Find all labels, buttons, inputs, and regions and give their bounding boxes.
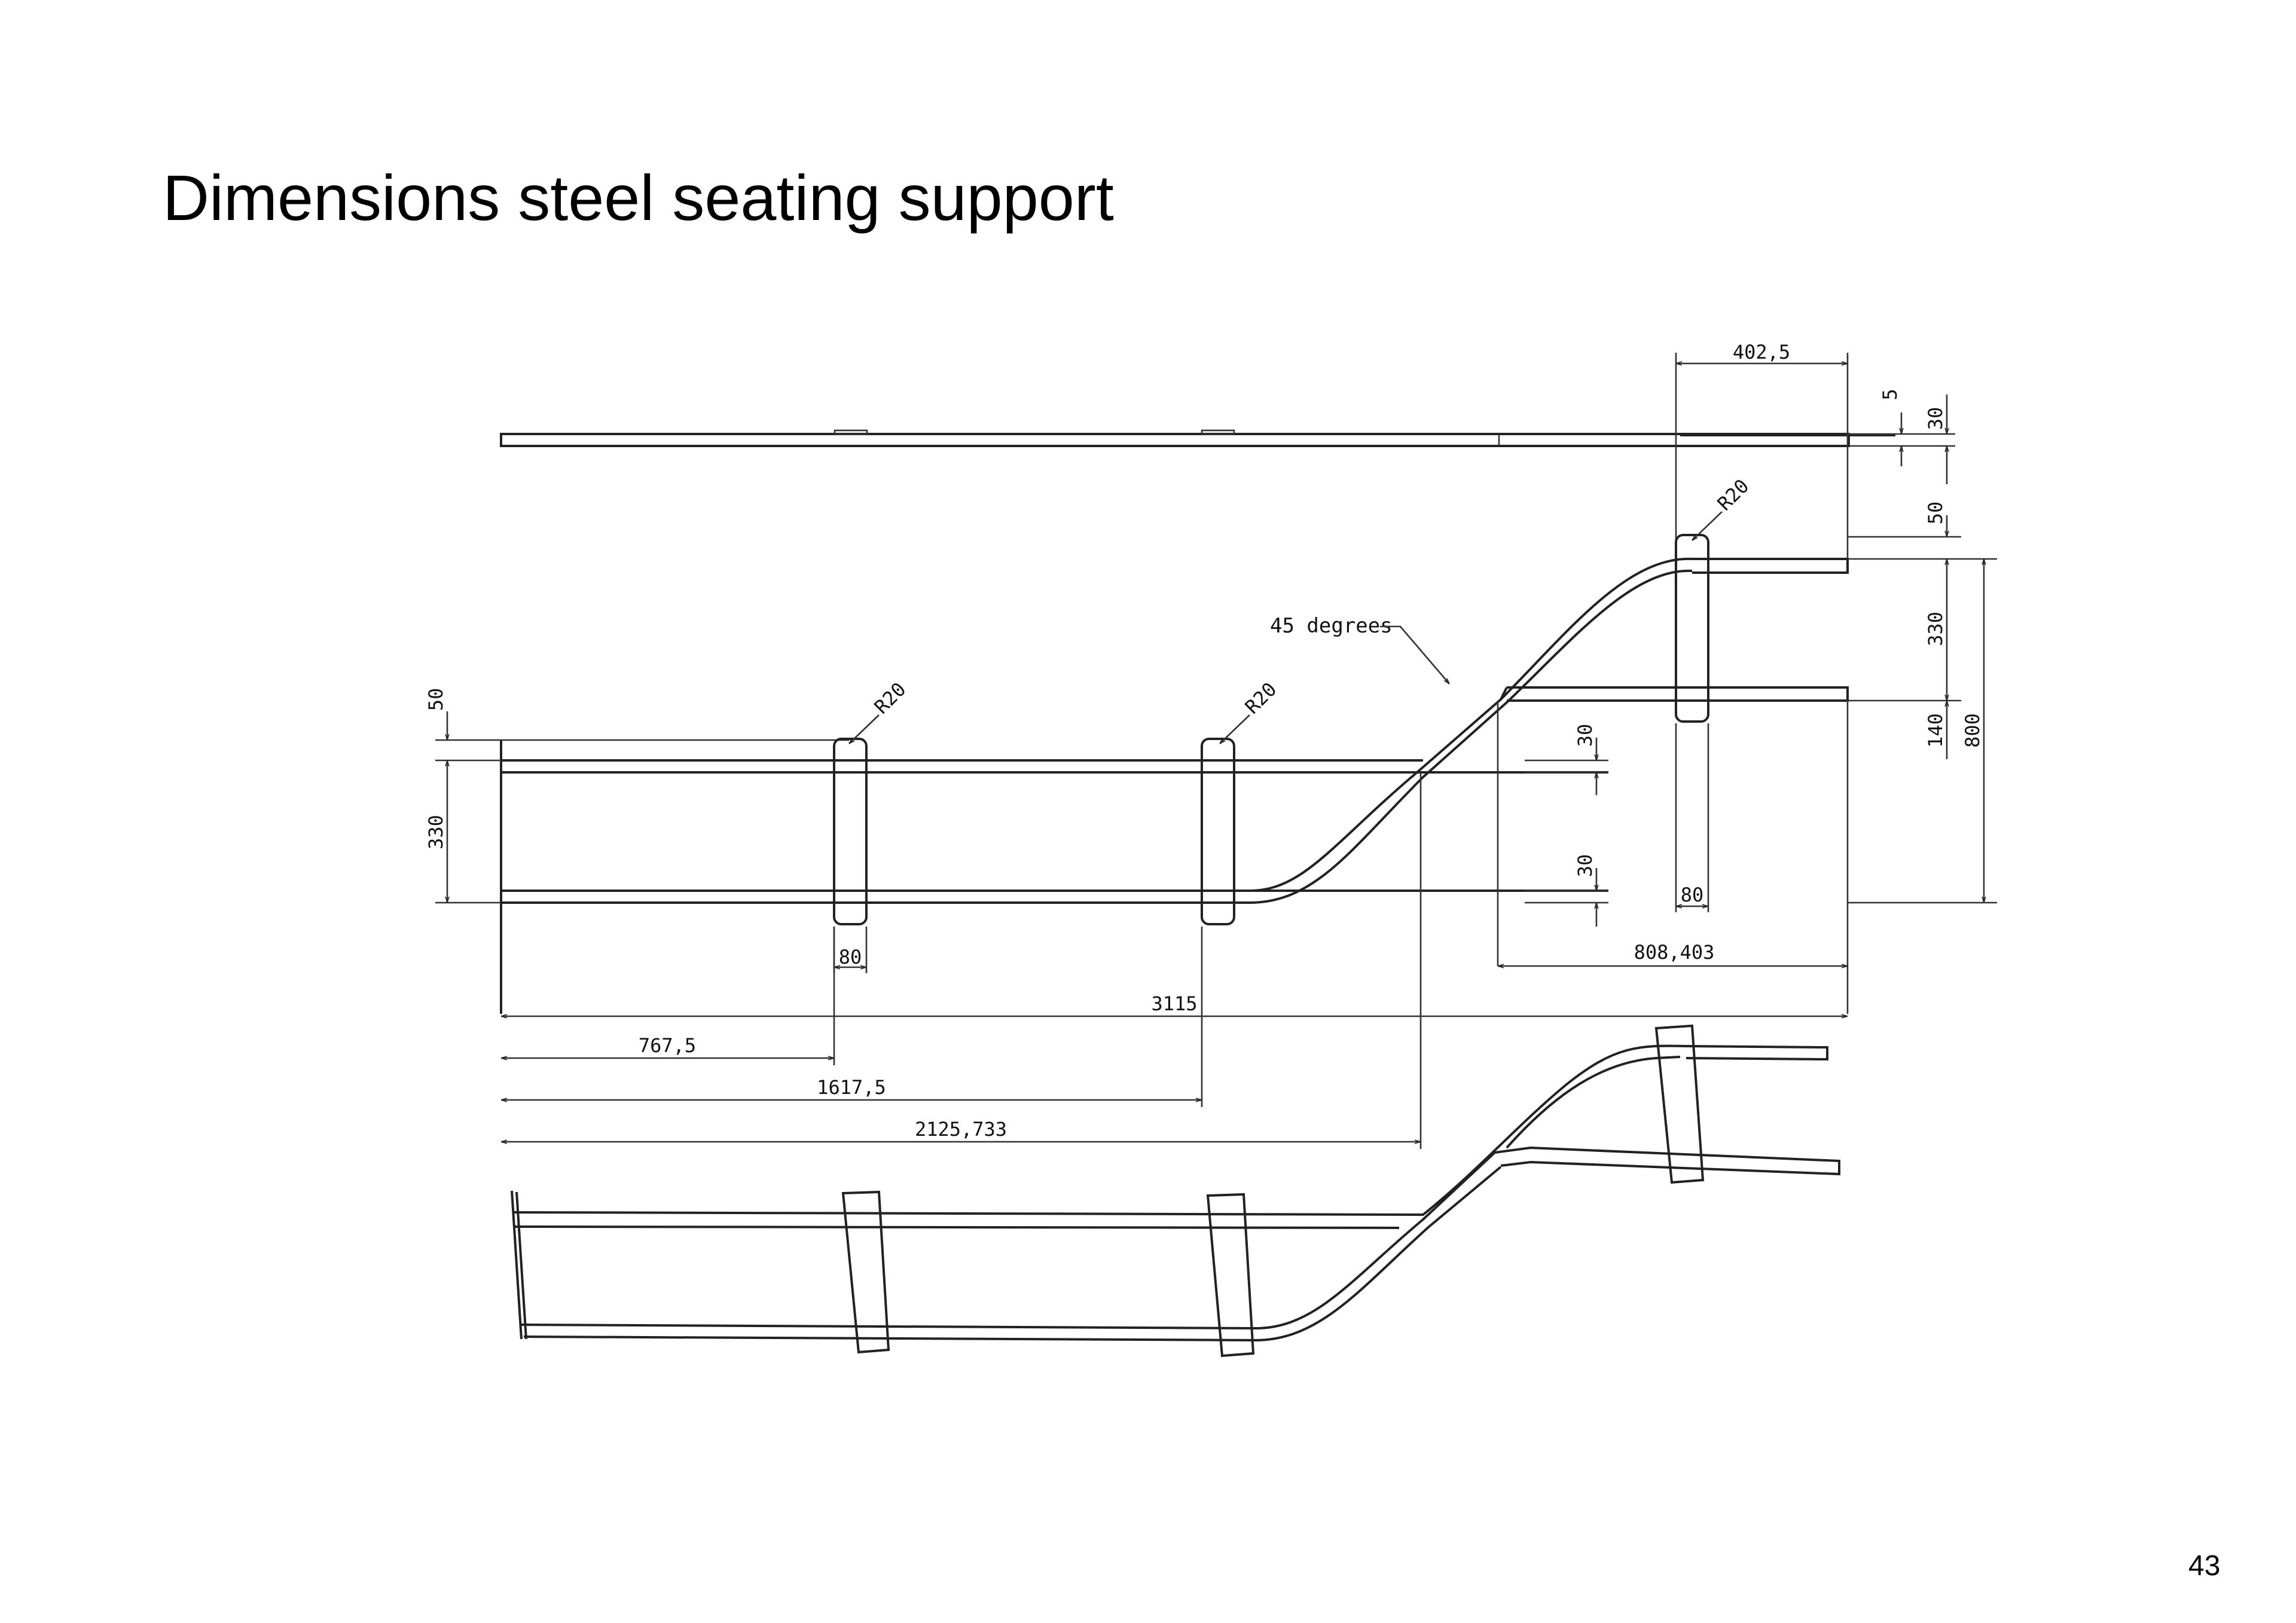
angle-label: 45 degrees bbox=[1270, 614, 1393, 638]
dim-2125-733: 2125,733 bbox=[915, 1118, 1007, 1141]
seat-plate-3 bbox=[1675, 534, 1709, 723]
dim-50-left: 50 bbox=[425, 688, 447, 711]
dim-140-right: 140 bbox=[1924, 713, 1947, 748]
dim-30-top: 30 bbox=[1924, 407, 1947, 430]
dim-767-5: 767,5 bbox=[639, 1034, 696, 1057]
dim-330-left: 330 bbox=[425, 815, 447, 849]
r20-label-b: R20 bbox=[1241, 678, 1281, 719]
page-number: 43 bbox=[2188, 1550, 2221, 1582]
persp-plate-3 bbox=[1654, 1024, 1705, 1184]
seat-plate-2 bbox=[1201, 738, 1235, 925]
perspective-view bbox=[511, 1024, 1840, 1358]
dim-80-b: 80 bbox=[1681, 884, 1704, 906]
dim-30-mid-a: 30 bbox=[1574, 724, 1596, 747]
dim-330-right: 330 bbox=[1924, 612, 1947, 646]
persp-plate-1 bbox=[841, 1190, 890, 1354]
top-bar bbox=[500, 433, 1850, 447]
top-plate-b bbox=[1201, 429, 1235, 435]
dim-808-403: 808,403 bbox=[1634, 941, 1715, 964]
dim-3115: 3115 bbox=[1151, 992, 1197, 1015]
page-title: Dimensions steel seating support bbox=[163, 161, 1114, 234]
dim-800-right: 800 bbox=[1961, 713, 1984, 748]
dim-5: 5 bbox=[1879, 389, 1901, 400]
dim-402-5: 402,5 bbox=[1733, 341, 1790, 363]
dim-80-a: 80 bbox=[839, 946, 862, 968]
dim-50-right: 50 bbox=[1924, 502, 1947, 525]
dim-30-mid-b: 30 bbox=[1574, 854, 1596, 878]
dim-1617-5: 1617,5 bbox=[817, 1076, 886, 1099]
top-view: 402,5 5 30 bbox=[500, 341, 1955, 574]
r20-label-c: R20 bbox=[1713, 475, 1754, 515]
top-plate-a bbox=[833, 429, 868, 435]
r20-label-a: R20 bbox=[870, 678, 911, 719]
persp-plate-2 bbox=[1206, 1193, 1255, 1358]
seat-plate-1 bbox=[833, 738, 868, 925]
